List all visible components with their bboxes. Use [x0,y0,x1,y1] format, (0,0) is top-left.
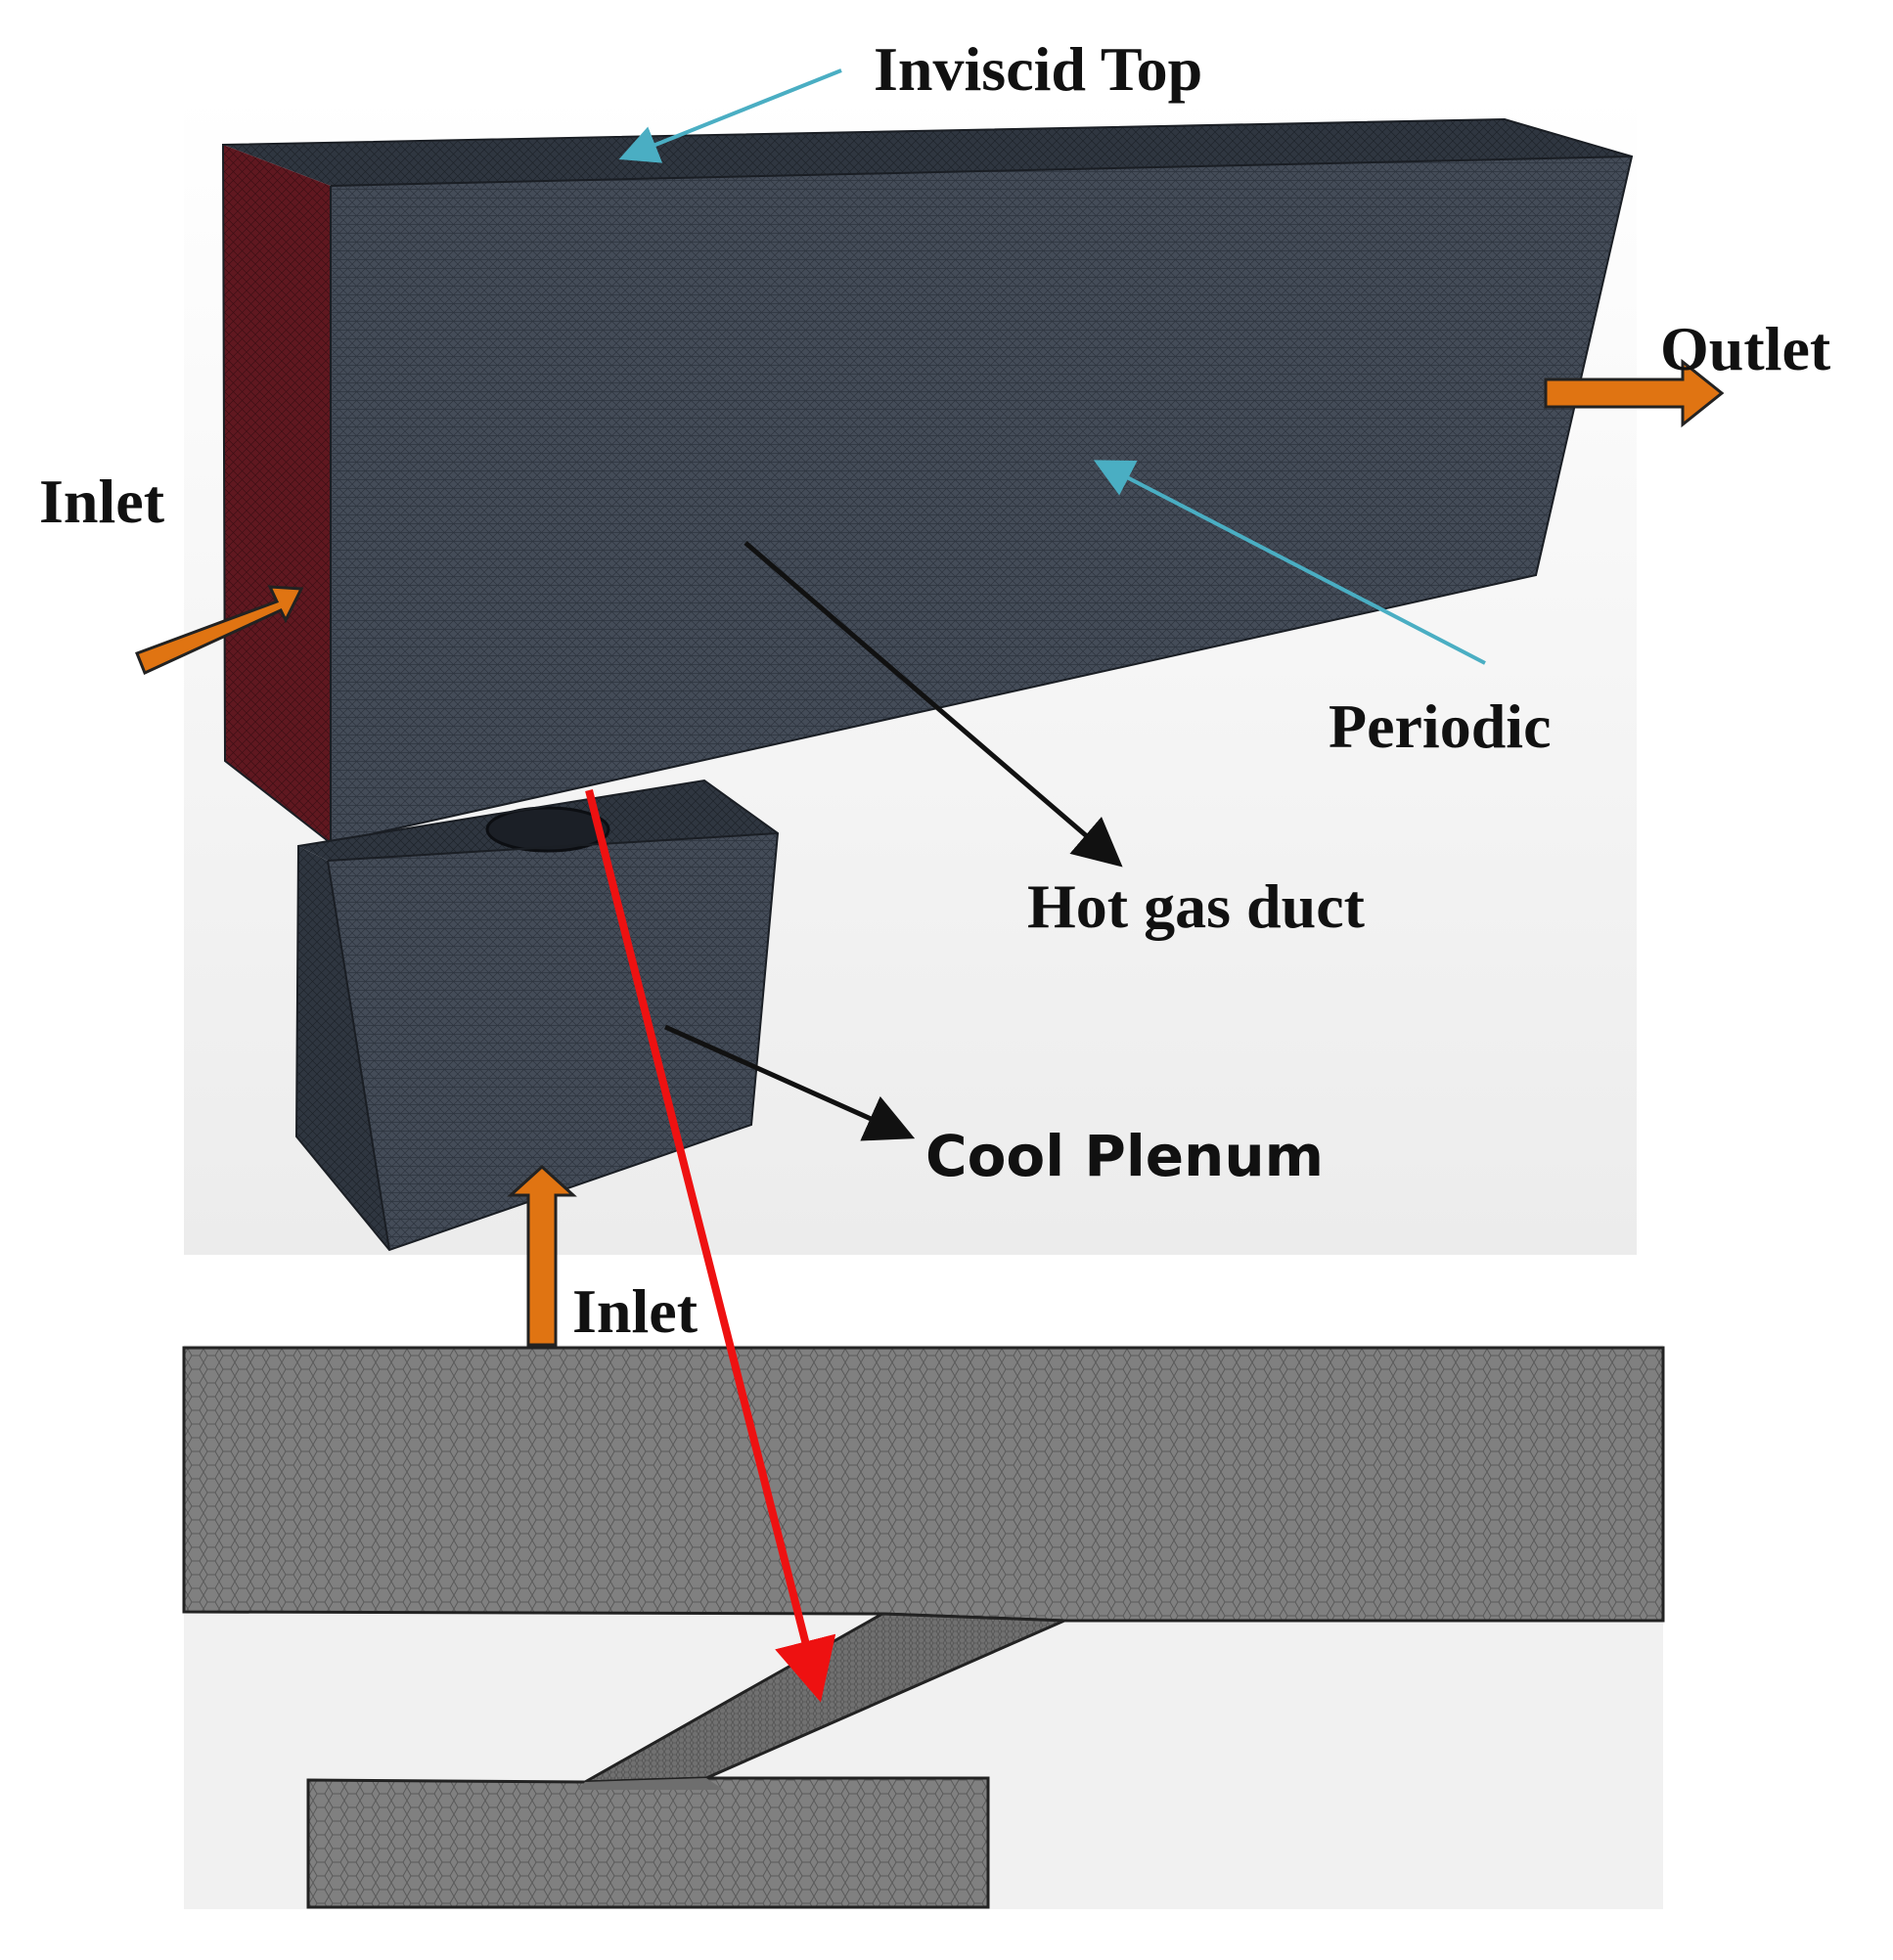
hot-gas-duct-arrow-icon [744,541,1123,868]
hole-footprint [485,806,610,853]
label-inlet-main: Inlet [39,467,165,536]
inviscid-top-arrow-icon [618,68,842,163]
label-outlet: Outlet [1660,314,1831,383]
cool-plenum [294,779,780,1252]
mesh-cross-section [182,1346,1665,1909]
outlet-arrow-icon [1544,358,1725,428]
section-pointer-arrow-icon [585,789,836,1703]
hot-gas-duct [221,117,1634,845]
label-cool-plenum: Cool Plenum [925,1123,1324,1189]
duct-inlet-face [223,145,331,843]
label-hot-gas-duct: Hot gas duct [1027,871,1366,941]
duct-top-face [223,119,1632,186]
plenum-side-face [296,846,389,1250]
section-main-channel [182,1346,1665,1623]
section-plenum [306,1776,990,1909]
plenum-inlet-arrow-icon [507,1164,577,1347]
cool-plenum-arrow-icon [663,1024,916,1141]
section-junction-fill [577,1778,724,1790]
label-periodic: Periodic [1329,691,1551,761]
plenum-front-face [328,833,778,1250]
periodic-arrow-icon [1093,460,1486,665]
label-inviscid-top: Inviscid Top [874,34,1202,104]
label-inlet-plenum: Inlet [572,1276,699,1346]
inlet-arrow-icon [135,585,304,676]
duct-periodic-face [331,156,1632,843]
